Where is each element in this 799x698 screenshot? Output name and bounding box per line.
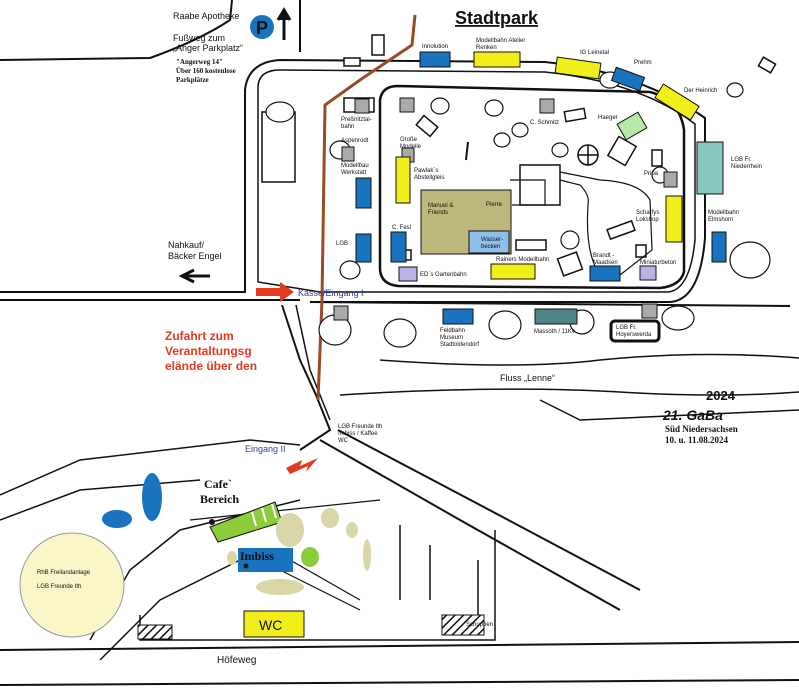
svg-text:C. Schmitz: C. Schmitz <box>530 120 559 126</box>
svg-text:elände über den: elände über den <box>165 359 257 373</box>
svg-text:Fußweg zum: Fußweg zum <box>173 33 225 43</box>
svg-text:Bäcker Engel: Bäcker Engel <box>168 251 222 261</box>
rail-line <box>316 14 417 401</box>
lower-area <box>19 473 485 640</box>
svg-text:LGB Fr.: LGB Fr. <box>731 157 752 163</box>
svg-text:Modelle: Modelle <box>400 144 422 150</box>
svg-text:Wasser-: Wasser- <box>481 237 503 243</box>
svg-text:Rainers Modellbahn: Rainers Modellbahn <box>496 257 549 263</box>
svg-text:WC: WC <box>259 617 282 633</box>
svg-text:Massoth / 11Kv: Massoth / 11Kv <box>534 329 575 335</box>
svg-text:Modellbau: Modellbau <box>341 163 369 169</box>
svg-text:Preßnitztal-: Preßnitztal- <box>341 117 372 123</box>
svg-text:P: P <box>256 18 268 38</box>
svg-text:Nahkauf/: Nahkauf/ <box>168 240 205 250</box>
svg-text:Bereich: Bereich <box>200 492 239 506</box>
svg-text:Pierre: Pierre <box>486 202 503 208</box>
svg-text:Cafe`: Cafe` <box>204 477 232 491</box>
svg-text:IG Leinetal: IG Leinetal <box>580 50 609 56</box>
svg-text:Renken: Renken <box>476 45 497 51</box>
svg-text:Scharfys: Scharfys <box>636 210 659 216</box>
svg-text:C. Fesl: C. Fesl <box>392 225 411 231</box>
svg-text:Kasse/Eingang I: Kasse/Eingang I <box>298 288 364 298</box>
svg-text:Manuel &: Manuel & <box>428 203 453 209</box>
svg-text:Lokshop: Lokshop <box>636 217 659 223</box>
svg-text:21. GaBa: 21. GaBa <box>662 407 723 423</box>
svg-text:Elmshorn: Elmshorn <box>708 217 733 223</box>
svg-text:„Anger Parkplatz“: „Anger Parkplatz“ <box>173 43 243 53</box>
svg-text:Süd Niedersachsen: Süd Niedersachsen <box>665 424 738 434</box>
svg-text:Niederrhein: Niederrhein <box>731 164 762 170</box>
eingang2-arrow-icon <box>286 458 318 474</box>
lgb-hoyerswerda-frame <box>609 319 661 343</box>
svg-text:Maadsen: Maadsen <box>593 260 618 266</box>
trees <box>265 71 771 348</box>
svg-text:LGB Fr.: LGB Fr. <box>616 325 637 331</box>
stands <box>333 51 727 325</box>
svg-text:LGB Freunde Ith: LGB Freunde Ith <box>37 584 81 590</box>
svg-text:Aspenrodt: Aspenrodt <box>341 138 369 144</box>
svg-text:Werkstatt: Werkstatt <box>341 170 367 176</box>
svg-text:Innolution: Innolution <box>422 44 448 50</box>
svg-text:"Angerweg 14": "Angerweg 14" <box>176 58 223 66</box>
svg-text:Feldbahn: Feldbahn <box>440 328 465 334</box>
svg-text:becken: becken <box>481 244 500 250</box>
svg-text:LGB Freunde Ith: LGB Freunde Ith <box>338 424 382 430</box>
svg-text:Über 160 kostenlose: Über 160 kostenlose <box>176 67 236 75</box>
svg-text:Modellbahn Atelier: Modellbahn Atelier <box>476 38 525 44</box>
svg-text:Friends: Friends <box>428 210 448 216</box>
svg-text:Abstellgleis: Abstellgleis <box>414 175 444 181</box>
svg-text:RhB Freilandanlage: RhB Freilandanlage <box>37 570 91 576</box>
svg-text:Hoyerswerda: Hoyerswerda <box>616 332 652 338</box>
svg-text:Stadtoldendorf: Stadtoldendorf <box>440 342 479 348</box>
svg-text:Museum: Museum <box>440 335 463 341</box>
svg-text:ED´s Gartenbahn: ED´s Gartenbahn <box>420 272 467 278</box>
svg-text:Pawlak´s: Pawlak´s <box>414 168 438 174</box>
arrows <box>178 268 318 474</box>
svg-text:WC: WC <box>338 438 349 444</box>
svg-text:Große: Große <box>400 137 418 143</box>
nahkauf-arrow-icon <box>178 268 210 284</box>
svg-text:Prehm: Prehm <box>634 60 652 66</box>
svg-text:Verantaltungsg: Verantaltungsg <box>165 344 252 358</box>
roundabout <box>465 141 599 166</box>
kasse-arrow-icon <box>256 282 294 302</box>
svg-text:Parkplätze: Parkplätze <box>176 76 209 84</box>
svg-text:Höfeweg: Höfeweg <box>217 655 256 666</box>
labels: Stadtpark Raabe Apotheke Fußweg zum „Ang… <box>37 8 762 666</box>
svg-text:Modellbahn: Modellbahn <box>708 210 739 216</box>
svg-text:Haeger: Haeger <box>598 115 618 121</box>
svg-text:Raabe Apotheke: Raabe Apotheke <box>173 11 240 21</box>
svg-text:Schuppen: Schuppen <box>466 622 493 628</box>
svg-text:Pripa: Pripa <box>644 171 659 177</box>
svg-text:Zufahrt zum: Zufahrt zum <box>165 329 234 343</box>
svg-text:Imbiss / Kaffee: Imbiss / Kaffee <box>338 431 378 437</box>
buildings <box>261 34 777 277</box>
svg-text:Brandt -: Brandt - <box>593 253 614 259</box>
svg-text:bahn: bahn <box>341 124 354 130</box>
svg-text:10. u. 11.08.2024: 10. u. 11.08.2024 <box>665 435 729 445</box>
svg-text:LGB: LGB <box>336 241 348 247</box>
parking-sign: P <box>250 7 292 40</box>
svg-text:Fluss „Lenne“: Fluss „Lenne“ <box>500 373 555 383</box>
svg-text:Der Heinrich: Der Heinrich <box>684 88 717 94</box>
svg-text:Eingang II: Eingang II <box>245 444 286 454</box>
page-title: Stadtpark <box>455 8 539 28</box>
svg-text:Imbiss: Imbiss <box>240 549 274 563</box>
svg-text:2024: 2024 <box>706 388 736 403</box>
svg-text:Miniaturbeton: Miniaturbeton <box>640 260 676 266</box>
